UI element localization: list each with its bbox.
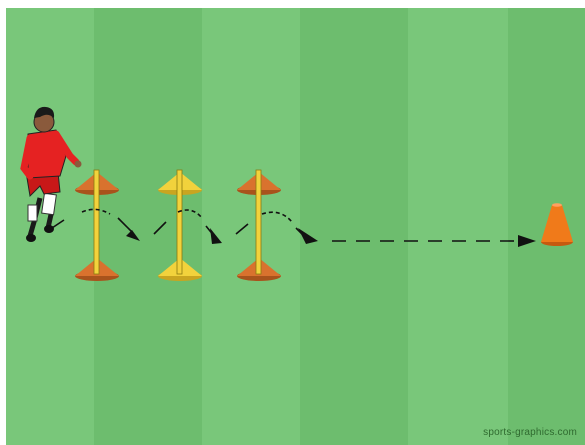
path-segment-3 bbox=[117, 217, 133, 233]
hurdle-3 bbox=[237, 169, 281, 281]
path-segment-1 bbox=[51, 219, 65, 229]
hurdle-1 bbox=[75, 169, 119, 281]
watermark: sports-graphics.com bbox=[483, 427, 577, 438]
player-icon bbox=[20, 106, 82, 242]
arrow-head-2 bbox=[210, 228, 222, 244]
path-segment-5 bbox=[177, 209, 203, 219]
arrow-head-4 bbox=[518, 235, 536, 247]
path-segment-4 bbox=[153, 221, 167, 235]
arrow-head-3 bbox=[298, 228, 318, 244]
path-segment-8 bbox=[261, 211, 293, 223]
cone-icon bbox=[541, 203, 573, 246]
arrow-heads bbox=[126, 228, 536, 247]
path-segment-7 bbox=[235, 223, 249, 235]
hurdle-2 bbox=[158, 169, 202, 281]
arrow-head-1 bbox=[126, 230, 140, 241]
path-segment-2 bbox=[81, 208, 111, 215]
